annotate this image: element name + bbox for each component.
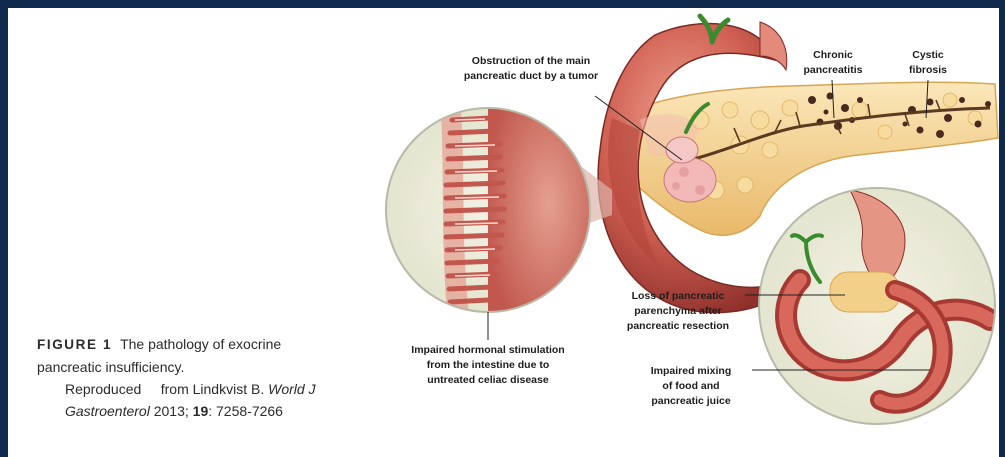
credit-pages: : 7258-7266	[208, 403, 283, 419]
caption-title-block: FIGURE 1The pathology of exocrine pancre…	[37, 333, 347, 378]
resection-magnifier	[759, 188, 995, 424]
figure-label: FIGURE 1	[37, 337, 112, 352]
villi-magnifier	[386, 100, 612, 330]
label-mixing-line2: of food and	[630, 379, 752, 394]
credit-prefix: Reproduced	[65, 381, 141, 397]
label-chronic-line2: pancreatitis	[791, 63, 875, 78]
credit-year: 2013;	[154, 403, 189, 419]
label-hormonal-line2: from the intestine due to	[386, 358, 590, 373]
label-obstruction-line2: pancreatic duct by a tumor	[452, 69, 610, 84]
label-mixing-line3: pancreatic juice	[630, 394, 752, 409]
label-impaired-hormonal: Impaired hormonal stimulation from the i…	[386, 343, 590, 388]
label-chronic-pancreatitis: Chronic pancreatitis	[791, 48, 875, 78]
credit-volume: 19	[193, 403, 209, 419]
credit-from: from Lindkvist B.	[161, 381, 264, 397]
label-obstruction: Obstruction of the main pancreatic duct …	[452, 54, 610, 84]
label-hormonal-line3: untreated celiac disease	[386, 373, 590, 388]
label-loss-line2: parenchyma after	[611, 304, 745, 319]
label-loss-parenchyma: Loss of pancreatic parenchyma after panc…	[611, 289, 745, 334]
label-loss-line1: Loss of pancreatic	[611, 289, 745, 304]
label-loss-line3: pancreatic resection	[611, 319, 745, 334]
label-cystic-line1: Cystic	[895, 48, 961, 63]
label-obstruction-line1: Obstruction of the main	[452, 54, 610, 69]
label-cystic-line2: fibrosis	[895, 63, 961, 78]
label-impaired-mixing: Impaired mixing of food and pancreatic j…	[630, 364, 752, 409]
label-cystic-fibrosis: Cystic fibrosis	[895, 48, 961, 78]
label-hormonal-line1: Impaired hormonal stimulation	[386, 343, 590, 358]
figure-caption: FIGURE 1The pathology of exocrine pancre…	[37, 333, 347, 422]
caption-credit: Reproduced from Lindkvist B. World J Gas…	[37, 378, 347, 422]
label-chronic-line1: Chronic	[791, 48, 875, 63]
label-mixing-line1: Impaired mixing	[630, 364, 752, 379]
